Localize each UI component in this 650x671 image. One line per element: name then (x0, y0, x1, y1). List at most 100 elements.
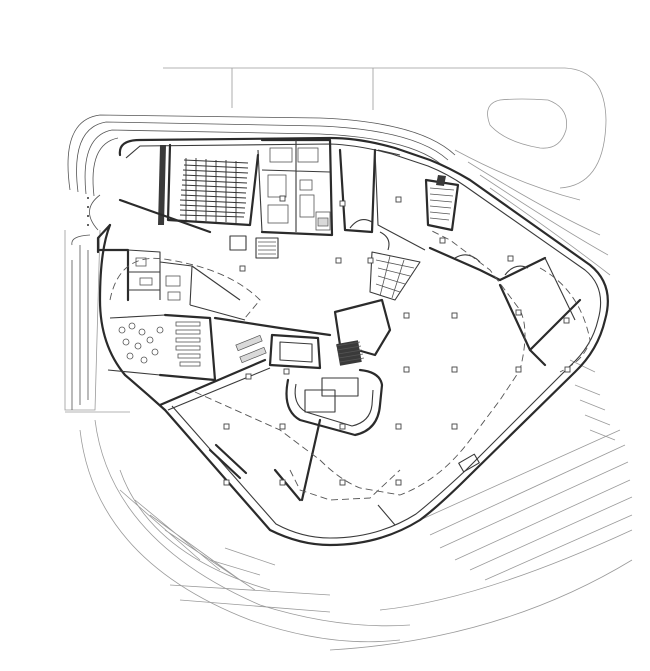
auditorium-wall (166, 143, 260, 227)
column (245, 373, 252, 380)
left-landscape-4 (119, 489, 256, 591)
left-landscape-1 (94, 419, 411, 627)
south-wall-3 (377, 504, 396, 526)
east-wall-4 (528, 298, 582, 352)
plan-stroke (138, 328, 146, 336)
plan-stroke (122, 338, 130, 346)
west-entrance-wall (96, 223, 112, 254)
plan-stroke (179, 204, 246, 209)
column (223, 479, 230, 486)
left-landscape-5 (169, 584, 331, 613)
plan-stroke (175, 345, 201, 351)
outer-wall-inner-face (125, 143, 602, 539)
office-desk-2 (139, 277, 153, 286)
classroom-wall (158, 313, 217, 382)
ramp-room (304, 389, 336, 413)
plan-stroke (375, 255, 415, 299)
plaza-band-6 (79, 245, 89, 405)
column (279, 479, 286, 486)
column (451, 312, 458, 319)
entrance-markers (87, 197, 89, 226)
upper-floor-outline (109, 229, 591, 501)
column (339, 200, 346, 207)
plan-stroke (126, 352, 134, 360)
west-wing-diagonal-wall (118, 198, 212, 234)
top-road-edge (163, 67, 607, 189)
column (283, 368, 290, 375)
plan-stroke (128, 322, 136, 330)
service-block (260, 138, 334, 237)
east-wall-3 (498, 283, 547, 367)
office-desk-3 (165, 275, 181, 287)
ne-core-hatch-lines (335, 341, 365, 363)
site-context (64, 67, 633, 651)
south-wall-2 (300, 418, 322, 502)
right-road-edge-4 (489, 187, 611, 276)
column (367, 257, 374, 264)
plan-stroke (177, 353, 201, 359)
service-partition (261, 140, 331, 232)
spine-wall-lower-2 (167, 367, 271, 411)
cafe-wall (107, 314, 166, 376)
left-pavement (64, 229, 101, 411)
service-room-2 (297, 147, 319, 163)
plan-stroke (179, 209, 246, 214)
curved-ramp-inner (294, 383, 374, 427)
west-corridor (189, 265, 246, 321)
column (451, 423, 458, 430)
auditorium-stage (257, 149, 263, 233)
central-block (268, 333, 384, 437)
landscape-lower-edge (379, 529, 633, 611)
plan-stroke (179, 361, 201, 367)
landscape-stripe-6 (484, 514, 633, 581)
column (395, 423, 402, 430)
column (339, 479, 346, 486)
ramp-room-2 (321, 377, 359, 397)
bench (208, 443, 248, 480)
landscape-stripe-3 (439, 461, 629, 549)
plaza-bands (67, 114, 456, 410)
column (451, 366, 458, 373)
entry-door-swing (349, 219, 390, 251)
plan-stroke (151, 348, 159, 356)
right-road-edge-2 (467, 161, 601, 236)
column (335, 257, 342, 264)
south-wing (273, 418, 480, 526)
plan-stroke (156, 326, 164, 334)
left-landscape-3 (119, 469, 271, 591)
auditorium-edge-hatch (158, 145, 166, 225)
column (279, 195, 286, 202)
office-partition-3 (159, 261, 193, 306)
service-room-5 (299, 179, 313, 191)
landscape-outer-edge (329, 559, 633, 651)
stair-core-3-treads (429, 187, 455, 221)
column (403, 366, 410, 373)
spine-wall-upper (213, 316, 332, 337)
west-wing-rooms (98, 198, 246, 382)
east-wall-1 (428, 246, 502, 282)
left-landscape-6 (209, 547, 276, 576)
dashed-outline-east (539, 267, 591, 373)
stair-core-1-treads (258, 241, 276, 255)
plan-stroke (175, 321, 201, 327)
service-room-3 (267, 174, 287, 198)
plan-stroke (175, 337, 201, 343)
plan-stroke (87, 224, 89, 226)
escalator-2 (239, 346, 267, 364)
column (395, 196, 402, 203)
column (279, 423, 286, 430)
outer-wall (98, 136, 609, 547)
east-wing (428, 246, 582, 367)
plan-stroke (87, 215, 89, 217)
plan-stroke (134, 342, 142, 350)
plan-stroke (87, 206, 89, 208)
stepped-seating (369, 251, 421, 301)
plan-stroke (369, 251, 421, 301)
northeast-core (333, 148, 426, 366)
office-desk-4 (167, 291, 181, 301)
service-equipment (317, 217, 329, 227)
plan-stroke (140, 356, 148, 364)
dashed-outline-west (109, 257, 261, 319)
structural-columns (223, 195, 571, 486)
